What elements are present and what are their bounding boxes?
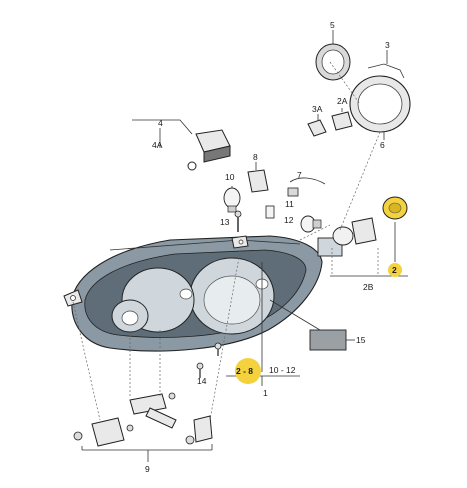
label-3a: 3A bbox=[312, 104, 323, 114]
callout-2-text: 2 bbox=[392, 265, 397, 275]
headlight-housing bbox=[63, 235, 343, 352]
lamp-holder-8 bbox=[247, 162, 269, 193]
label-8: 8 bbox=[253, 152, 258, 162]
label-3: 3 bbox=[385, 40, 390, 50]
label-4a: 4A bbox=[152, 140, 163, 150]
label-15: 15 bbox=[356, 335, 366, 345]
socket-3a bbox=[307, 114, 327, 137]
bracket-set-9 bbox=[73, 392, 213, 462]
wiring-7 bbox=[287, 177, 326, 197]
label-6: 6 bbox=[380, 140, 385, 150]
cap-2-highlighted bbox=[382, 196, 408, 262]
label-10: 10 bbox=[225, 172, 235, 182]
label-12: 12 bbox=[284, 215, 294, 225]
label-4: 4 bbox=[158, 118, 163, 128]
socket-2a bbox=[331, 108, 353, 131]
callout-2-8: 2 - 8 bbox=[235, 358, 261, 384]
callout-2: 2 bbox=[388, 263, 402, 277]
label-5: 5 bbox=[330, 20, 335, 30]
label-7: 7 bbox=[297, 170, 302, 180]
label-9: 9 bbox=[145, 464, 150, 474]
screw-14 bbox=[196, 342, 222, 378]
bulb-12 bbox=[300, 215, 322, 233]
label-1: 1 bbox=[263, 388, 268, 398]
label-2a: 2A bbox=[337, 96, 348, 106]
retaining-clip-3 bbox=[367, 50, 405, 79]
screw-13 bbox=[234, 210, 242, 232]
leveling-motor-4 bbox=[132, 119, 231, 171]
label-11: 11 bbox=[285, 199, 294, 209]
reflector-ring-6 bbox=[349, 75, 411, 140]
bulb-11 bbox=[265, 205, 275, 219]
label-13: 13 bbox=[220, 217, 230, 227]
label-10-12: 10 - 12 bbox=[269, 365, 296, 375]
part-labels: 5 3 2A 3A 6 4 4A 8 10 7 11 13 12 2B 15 1… bbox=[145, 20, 390, 474]
callout-2-8-text: 2 - 8 bbox=[236, 366, 253, 376]
label-14: 14 bbox=[197, 376, 207, 386]
label-2b: 2B bbox=[363, 282, 374, 292]
assembly-guide-lines bbox=[72, 61, 381, 421]
cap-ring-5 bbox=[315, 30, 351, 81]
type-plate-15 bbox=[309, 329, 355, 351]
bulb-10 bbox=[223, 186, 241, 213]
bulb-set-2b bbox=[330, 217, 408, 277]
